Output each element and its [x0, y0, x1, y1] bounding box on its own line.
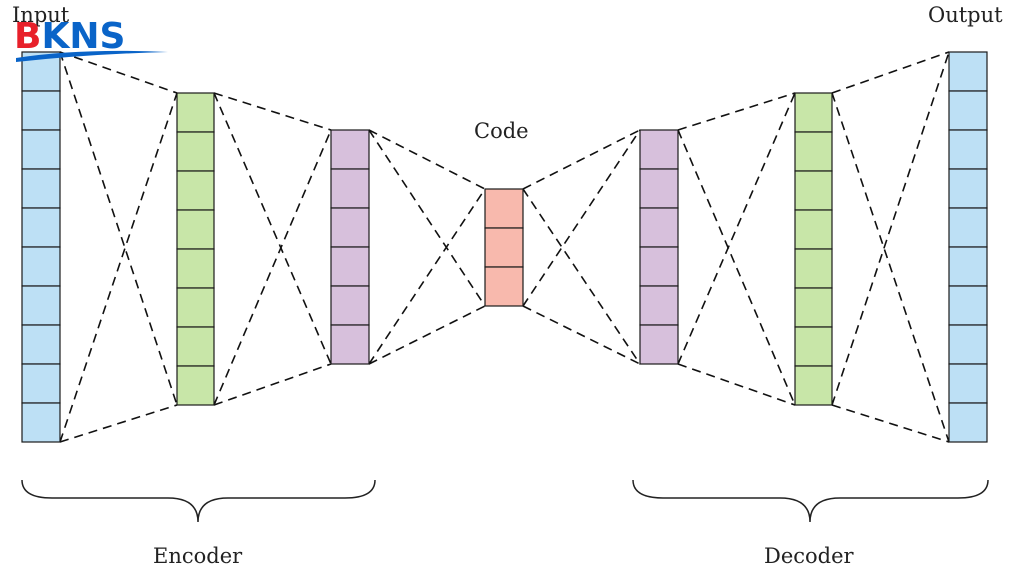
- input-layer-cell: [21, 168, 61, 209]
- output-layer: [948, 51, 988, 443]
- encoder-label: Encoder: [153, 544, 243, 568]
- input-label: Input: [12, 3, 70, 27]
- connection-line-code-layer-to-decoder-hidden-1: [522, 305, 641, 365]
- connection-line-decoder-hidden-1-to-decoder-hidden-2: [677, 129, 796, 406]
- bkns-logo: BKNS: [14, 16, 168, 62]
- encoder-hidden-2-cell: [330, 285, 370, 326]
- input-layer-cell: [21, 207, 61, 248]
- output-label: Output: [928, 3, 1003, 27]
- input-layer-cell: [21, 324, 61, 365]
- decoder-hidden-2-cell: [794, 131, 833, 172]
- logo-text: BKNS: [14, 16, 125, 57]
- connection-line-decoder-hidden-1-to-decoder-hidden-2: [677, 363, 796, 406]
- output-layer-cell: [948, 129, 988, 170]
- decoder-brace: [632, 479, 989, 523]
- encoder-hidden-2-cell: [330, 129, 370, 170]
- connection-line-decoder-hidden-2-to-output-layer: [831, 404, 950, 443]
- encoder-hidden-2-cell: [330, 324, 370, 365]
- decoder-hidden-2-cell: [794, 170, 833, 211]
- output-layer-cell: [948, 168, 988, 209]
- output-layer-cell: [948, 324, 988, 365]
- connection-line-decoder-hidden-2-to-output-layer: [831, 92, 950, 443]
- encoder-hidden-2-cell: [330, 246, 370, 287]
- encoder-hidden-1-cell: [176, 326, 215, 367]
- connection-line-decoder-hidden-2-to-output-layer: [831, 51, 950, 406]
- decoder-label: Decoder: [764, 544, 855, 568]
- decoder-hidden-1-cell: [639, 285, 679, 326]
- decoder-hidden-2-cell: [794, 248, 833, 289]
- input-layer-cell: [21, 285, 61, 326]
- connection-line-input-layer-to-encoder-hidden-1: [59, 92, 178, 443]
- decoder-hidden-2-cell: [794, 209, 833, 250]
- connection-line-code-layer-to-decoder-hidden-1: [522, 129, 641, 307]
- decoder-hidden-2: [794, 92, 833, 406]
- connection-line-decoder-hidden-1-to-decoder-hidden-2: [677, 92, 796, 131]
- encoder-hidden-1-cell: [176, 131, 215, 172]
- output-layer-cell: [948, 207, 988, 248]
- encoder-hidden-1-cell: [176, 170, 215, 211]
- decoder-hidden-1-cell: [639, 207, 679, 248]
- connection-line-decoder-hidden-1-to-decoder-hidden-2: [677, 92, 796, 365]
- code-layer-cell: [484, 266, 524, 307]
- output-layer-cell: [948, 90, 988, 131]
- encoder-hidden-1-cell: [176, 209, 215, 250]
- connection-line-encoder-hidden-2-to-code-layer: [368, 129, 486, 307]
- connection-line-input-layer-to-encoder-hidden-1: [59, 404, 178, 443]
- input-layer: [21, 51, 61, 443]
- logo-swoosh: [16, 50, 168, 62]
- connection-line-encoder-hidden-1-to-encoder-hidden-2: [213, 92, 332, 365]
- connection-line-decoder-hidden-2-to-output-layer: [831, 51, 950, 94]
- encoder-hidden-1-cell: [176, 92, 215, 133]
- input-layer-cell: [21, 246, 61, 287]
- output-layer-cell: [948, 51, 988, 92]
- connection-line-encoder-hidden-2-to-code-layer: [368, 129, 486, 190]
- connection-line-code-layer-to-decoder-hidden-1: [522, 129, 641, 190]
- connection-line-encoder-hidden-1-to-encoder-hidden-2: [213, 363, 332, 406]
- connection-line-input-layer-to-encoder-hidden-1: [59, 51, 178, 406]
- encoder-hidden-1-cell: [176, 287, 215, 328]
- output-layer-cell: [948, 402, 988, 443]
- input-layer-cell: [21, 129, 61, 170]
- decoder-hidden-2-cell: [794, 287, 833, 328]
- output-layer-cell: [948, 363, 988, 404]
- code-layer: [484, 188, 524, 307]
- logo-letter-b: B: [14, 16, 41, 57]
- input-layer-cell: [21, 90, 61, 131]
- encoder-hidden-2: [330, 129, 370, 365]
- connection-line-encoder-hidden-2-to-code-layer: [368, 305, 486, 365]
- layer-columns: [21, 51, 988, 443]
- code-layer-cell: [484, 188, 524, 229]
- decoder-hidden-1: [639, 129, 679, 365]
- connection-line-encoder-hidden-1-to-encoder-hidden-2: [213, 92, 332, 131]
- encoder-hidden-1-cell: [176, 365, 215, 406]
- decoder-hidden-1-cell: [639, 246, 679, 287]
- decoder-hidden-2-cell: [794, 92, 833, 133]
- decoder-hidden-2-cell: [794, 326, 833, 367]
- code-layer-cell: [484, 227, 524, 268]
- encoder-hidden-2-cell: [330, 168, 370, 209]
- decoder-hidden-2-cell: [794, 365, 833, 406]
- code-label: Code: [474, 119, 529, 143]
- input-layer-cell: [21, 363, 61, 404]
- encoder-hidden-1: [176, 92, 215, 406]
- layer-connections: [59, 51, 950, 443]
- decoder-hidden-1-cell: [639, 168, 679, 209]
- encoder-hidden-2-cell: [330, 207, 370, 248]
- encoder-hidden-1-cell: [176, 248, 215, 289]
- decoder-hidden-1-cell: [639, 129, 679, 170]
- connection-line-input-layer-to-encoder-hidden-1: [59, 51, 178, 94]
- connection-line-encoder-hidden-2-to-code-layer: [368, 188, 486, 365]
- connection-line-encoder-hidden-1-to-encoder-hidden-2: [213, 129, 332, 406]
- connection-line-code-layer-to-decoder-hidden-1: [522, 188, 641, 365]
- decoder-hidden-1-cell: [639, 324, 679, 365]
- encoder-brace: [21, 479, 376, 523]
- output-layer-cell: [948, 246, 988, 287]
- output-layer-cell: [948, 285, 988, 326]
- input-layer-cell: [21, 402, 61, 443]
- logo-letters-kns: KNS: [41, 16, 125, 57]
